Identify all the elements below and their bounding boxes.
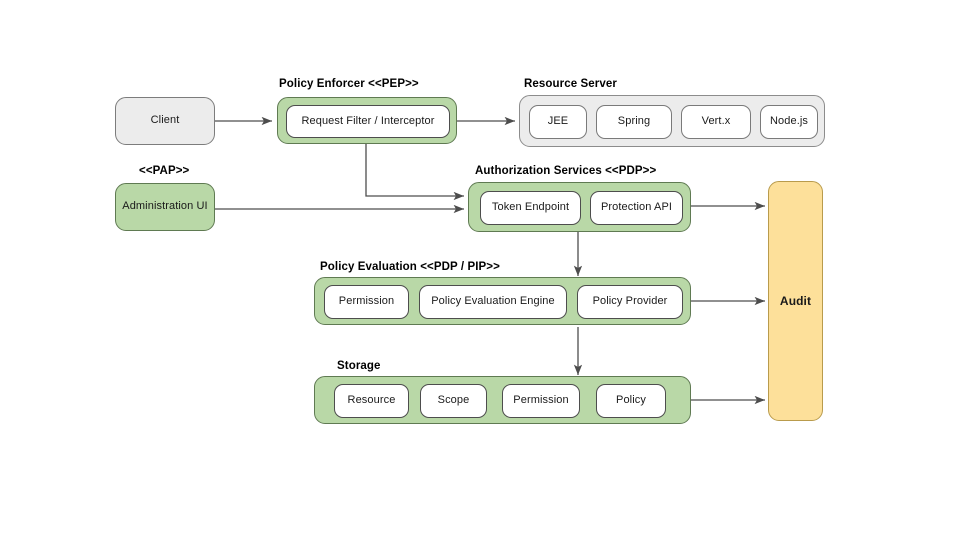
node-storage-permission[interactable]: Permission xyxy=(502,384,580,418)
node-request-filter[interactable]: Request Filter / Interceptor xyxy=(286,105,450,138)
group-policy-enforcer: Request Filter / Interceptor xyxy=(277,97,457,144)
node-token-endpoint[interactable]: Token Endpoint xyxy=(480,191,581,225)
node-resource-nodejs[interactable]: Node.js xyxy=(760,105,818,139)
wire-pep-to-authz xyxy=(365,144,464,201)
group-authorization-services: Token Endpoint Protection API xyxy=(468,182,691,232)
node-audit[interactable]: Audit xyxy=(768,181,823,421)
node-storage-resource[interactable]: Resource xyxy=(334,384,409,418)
node-resource-jee[interactable]: JEE xyxy=(529,105,587,139)
group-storage: Resource Scope Permission Policy xyxy=(314,376,691,424)
node-administration-ui[interactable]: Administration UI xyxy=(115,183,215,231)
node-client[interactable]: Client xyxy=(115,97,215,145)
group-policy-evaluation: Permission Policy Evaluation Engine Poli… xyxy=(314,277,691,325)
node-storage-scope[interactable]: Scope xyxy=(420,384,487,418)
node-permission[interactable]: Permission xyxy=(324,285,409,319)
group-resource-server: JEE Spring Vert.x Node.js xyxy=(519,95,825,147)
caption-resource-server: Resource Server xyxy=(524,78,617,90)
node-resource-vertx[interactable]: Vert.x xyxy=(681,105,751,139)
node-policy-provider[interactable]: Policy Provider xyxy=(577,285,683,319)
node-policy-evaluation-engine[interactable]: Policy Evaluation Engine xyxy=(419,285,567,319)
node-storage-policy[interactable]: Policy xyxy=(596,384,666,418)
caption-policy-enforcer: Policy Enforcer <<PEP>> xyxy=(279,78,419,90)
caption-authorization-services: Authorization Services <<PDP>> xyxy=(475,165,657,177)
caption-pap: <<PAP>> xyxy=(139,165,190,177)
caption-policy-evaluation: Policy Evaluation <<PDP / PIP>> xyxy=(320,261,500,273)
caption-storage: Storage xyxy=(337,360,381,372)
node-protection-api[interactable]: Protection API xyxy=(590,191,683,225)
node-resource-spring[interactable]: Spring xyxy=(596,105,672,139)
